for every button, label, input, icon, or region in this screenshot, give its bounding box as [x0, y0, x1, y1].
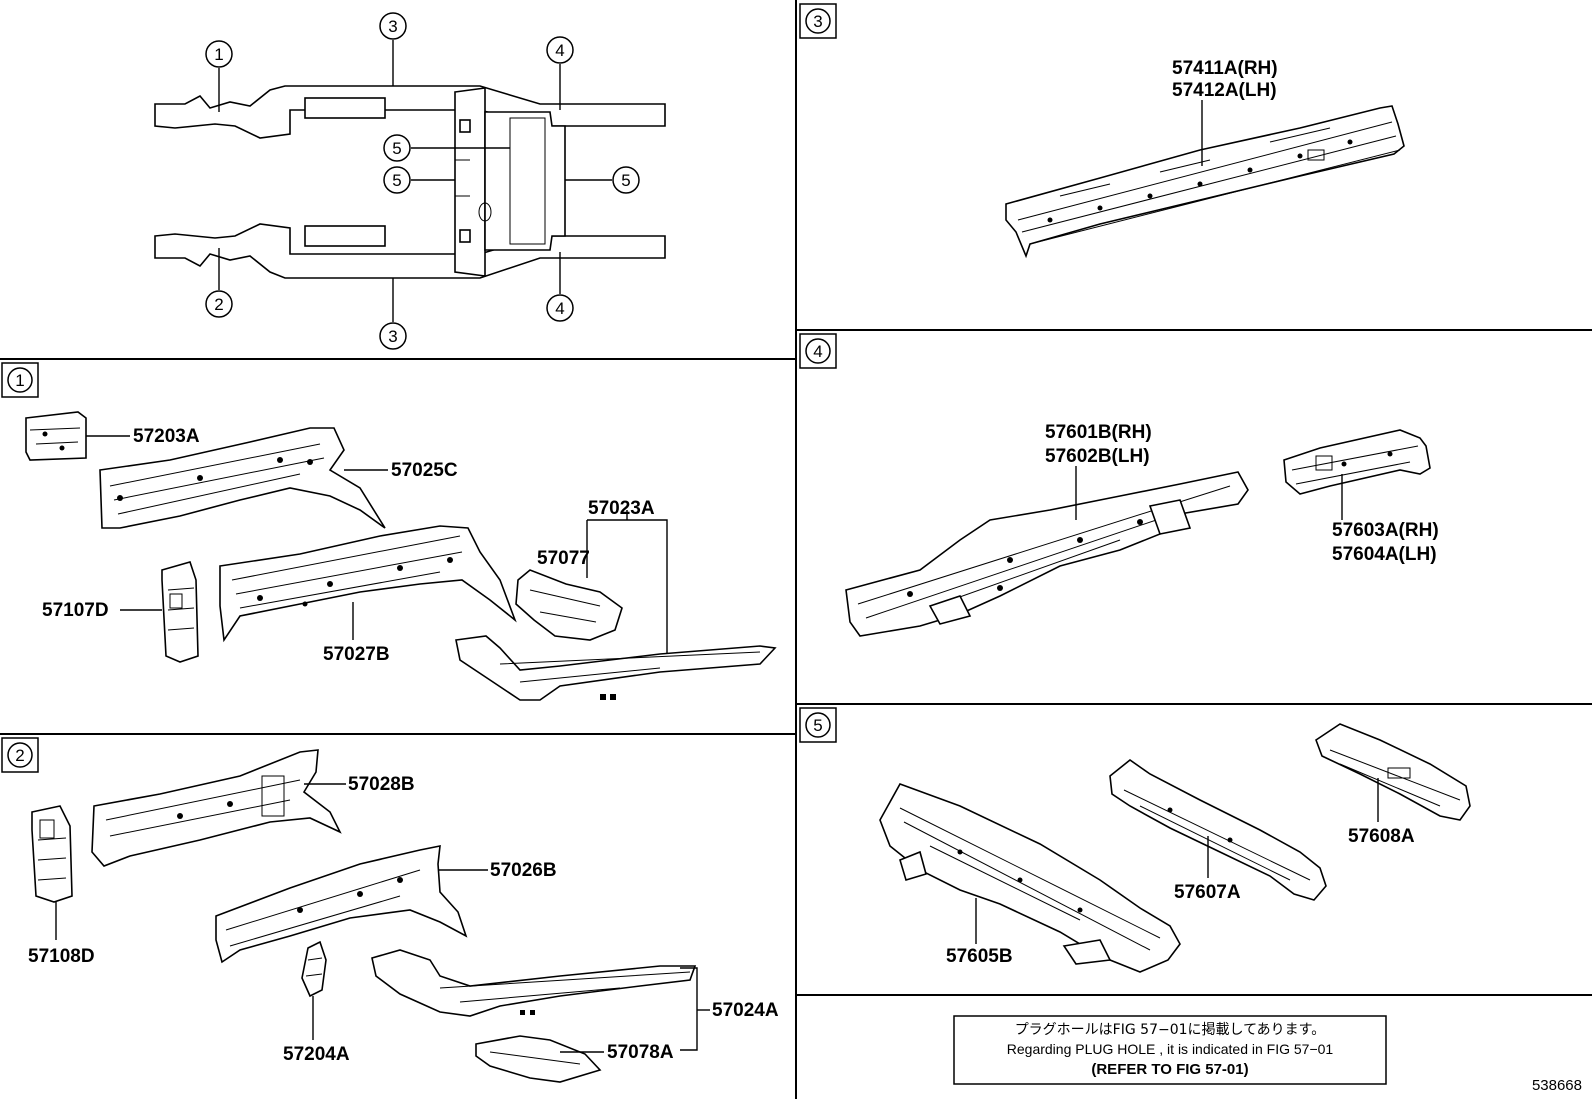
section-3-parts: 57411A(RH) 57412A(LH) [1005, 58, 1405, 259]
svg-text:3: 3 [388, 17, 397, 36]
part-label-57203A: 57203A [133, 426, 200, 447]
section-tag-4: 4 [799, 333, 837, 369]
svg-text:2: 2 [214, 295, 223, 314]
note-box: プラグホールはFIG 57−01に掲載してあります。 Regarding PLU… [953, 1015, 1387, 1085]
part-label-57603A-RH: 57603A(RH) [1332, 520, 1439, 541]
svg-text:5: 5 [392, 139, 401, 158]
overview-diagram [154, 40, 666, 322]
callout-3-top: 3 [379, 12, 407, 40]
section-1-parts: 57203A 57025C 57107D 57027B 57077 57023A [25, 411, 777, 701]
part-label-57607A: 57607A [1174, 882, 1241, 903]
callout-3-bottom: 3 [379, 322, 407, 350]
svg-text:4: 4 [555, 299, 564, 318]
part-label-57602B-LH: 57602B(LH) [1045, 446, 1150, 467]
part-label-57026B: 57026B [490, 860, 557, 881]
part-label-57025C: 57025C [391, 460, 458, 481]
callout-1-top: 1 [205, 40, 233, 68]
part-label-57604A-LH: 57604A(LH) [1332, 544, 1437, 565]
overview-callouts: 1 2 3 3 4 4 5 5 5 [205, 12, 640, 350]
part-label-57411A-RH: 57411A(RH) [1172, 58, 1278, 79]
note-japanese: プラグホールはFIG 57−01に掲載してあります。 [1015, 1022, 1326, 1038]
svg-text:4: 4 [555, 41, 564, 60]
svg-text:1: 1 [214, 45, 223, 64]
svg-text:3: 3 [388, 327, 397, 346]
callout-5-b: 5 [383, 166, 411, 194]
part-label-57028B: 57028B [348, 774, 415, 795]
note-english: Regarding PLUG HOLE , it is indicated in… [1007, 1041, 1334, 1057]
callout-4-bottom: 4 [546, 294, 574, 322]
section-tag-5: 5 [799, 707, 837, 743]
note-reference: (REFER TO FIG 57-01) [1091, 1061, 1248, 1078]
part-label-57204A: 57204A [283, 1044, 350, 1065]
svg-text:1: 1 [15, 371, 24, 390]
part-label-57601B-RH: 57601B(RH) [1045, 422, 1152, 443]
svg-text:5: 5 [621, 171, 630, 190]
part-label-57078A: 57078A [607, 1042, 674, 1063]
part-label-57108D: 57108D [28, 946, 95, 967]
part-label-57412A-LH: 57412A(LH) [1172, 80, 1277, 101]
part-label-57107D: 57107D [42, 600, 109, 621]
section-tag-1: 1 [1, 362, 39, 398]
svg-text:4: 4 [813, 342, 822, 361]
section-tag-3: 3 [799, 3, 837, 39]
part-label-57608A: 57608A [1348, 826, 1415, 847]
callout-5-c: 5 [612, 166, 640, 194]
callout-4-top: 4 [546, 36, 574, 64]
part-label-57077: 57077 [537, 548, 590, 569]
svg-text:2: 2 [15, 746, 24, 765]
part-label-57027B: 57027B [323, 644, 390, 665]
svg-text:5: 5 [392, 171, 401, 190]
callout-2: 2 [205, 290, 233, 318]
callout-5-a: 5 [383, 134, 411, 162]
section-tag-2: 2 [1, 737, 39, 773]
part-label-57023A: 57023A [588, 498, 655, 519]
part-label-57024A: 57024A [712, 1000, 779, 1021]
svg-text:5: 5 [813, 716, 822, 735]
section-5-parts: 57605B 57607A 57608A [879, 723, 1471, 973]
figure-number: 538668 [1532, 1077, 1582, 1094]
section-2-parts: 57028B 57108D 57026B 57204A 57024A 57078… [28, 749, 779, 1083]
part-label-57605B: 57605B [946, 946, 1013, 967]
section-4-parts: 57601B(RH) 57602B(LH) 57603A(RH) 57604A(… [845, 422, 1439, 637]
svg-text:3: 3 [813, 12, 822, 31]
